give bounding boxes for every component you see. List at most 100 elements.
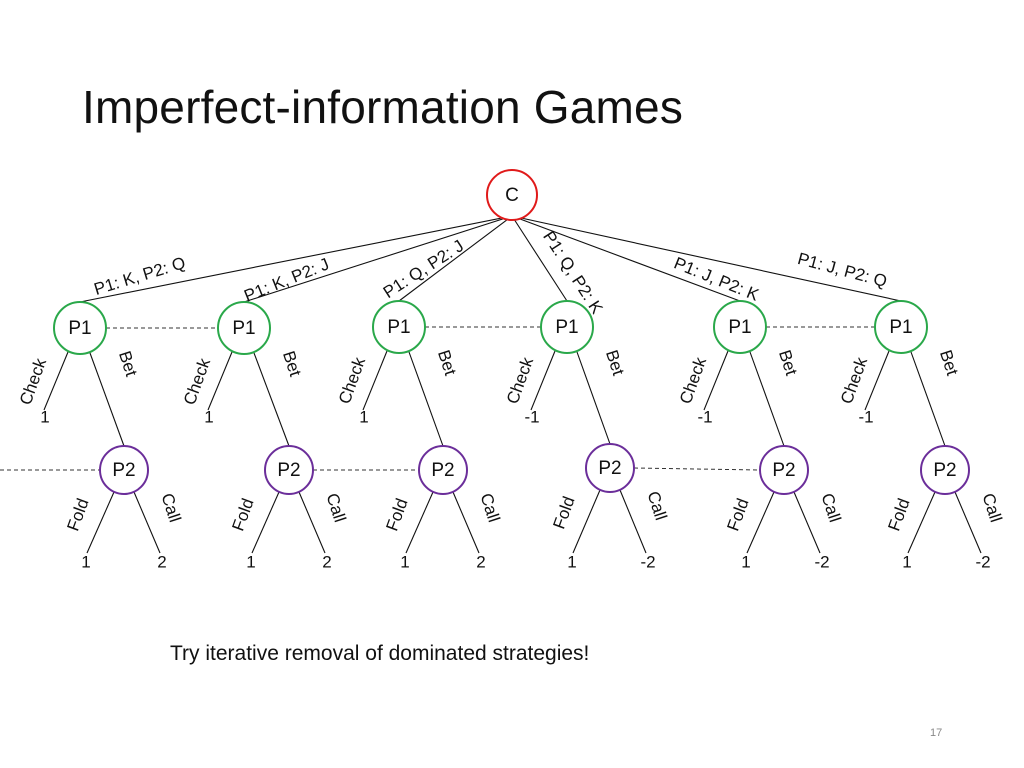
call-action-label: Call [322,491,349,525]
deal-label: P1: J, P2: Q [796,249,889,291]
fold-action-label: Fold [228,496,257,534]
call-payoff: 2 [476,552,485,571]
fold-edge [86,491,115,554]
check-payoff: -1 [858,407,873,426]
p2-node [418,445,468,495]
fold-action-label: Fold [382,496,411,534]
deal-label: P1: Q, P2: J [380,236,467,302]
check-payoff: -1 [697,407,712,426]
check-edge [864,350,890,411]
p2-node-label: P2 [112,460,135,481]
chance-node [486,169,538,221]
footer-note: Try iterative removal of dominated strat… [170,642,590,665]
call-action-label: Call [978,491,1005,525]
deal-edge [398,215,513,302]
call-edge [954,491,982,554]
p1-node-label: P1 [387,317,410,338]
p1-node [540,300,594,354]
p1-node-label: P1 [68,318,91,339]
slide-title: Imperfect-information Games [82,81,684,133]
p1-node [713,300,767,354]
fold-edge [746,491,775,554]
p2-node-label: P2 [431,460,454,481]
call-action-label: Call [643,489,670,523]
call-edge [133,491,161,554]
deal-label: P1: K, P2: Q [92,253,188,299]
call-edge [619,489,647,554]
call-action-label: Call [817,491,844,525]
check-action-label: Check [503,354,538,406]
bet-edge [576,351,611,445]
fold-payoff: 1 [246,552,255,571]
deal-edge [79,215,513,303]
check-action-label: Check [180,355,215,407]
check-payoff: 1 [359,407,368,426]
deal-edge [243,215,513,303]
call-payoff: -2 [975,552,990,571]
p1-node-label: P1 [555,317,578,338]
p1-node-label: P1 [232,318,255,339]
check-edge [530,350,556,411]
chance-node-label: C [505,185,519,206]
bet-action-label: Bet [434,348,460,378]
fold-edge [572,489,601,554]
fold-payoff: 1 [902,552,911,571]
check-action-label: Check [837,354,872,406]
fold-action-label: Fold [63,496,92,534]
p2-node [99,445,149,495]
p2-node [585,443,635,493]
p2-node [264,445,314,495]
call-payoff: 2 [157,552,166,571]
check-edge [703,350,729,411]
fold-action-label: Fold [549,494,578,532]
p2-information-set-line [633,467,761,471]
p1-node [217,301,271,355]
bet-edge [89,352,125,447]
bet-action-label: Bet [602,348,628,378]
p2-node-label: P2 [277,460,300,481]
call-edge [298,491,326,554]
call-action-label: Call [476,491,503,525]
slide-number: 17 [930,727,943,739]
bet-action-label: Bet [115,349,141,379]
call-edge [793,491,821,554]
p2-node-label: P2 [772,460,795,481]
check-edge [362,350,388,411]
check-payoff: 1 [204,407,213,426]
p1-node [874,300,928,354]
bet-action-label: Bet [279,349,305,379]
p1-node-label: P1 [889,317,912,338]
fold-action-label: Fold [884,496,913,534]
fold-edge [405,491,434,554]
deal-edge [511,215,741,302]
fold-edge [907,491,936,554]
deal-edge [511,215,902,302]
deal-edge [511,215,568,302]
p1-node [372,300,426,354]
bet-action-label: Bet [936,348,962,378]
p2-node-label: P2 [598,458,621,479]
check-payoff: 1 [40,407,49,426]
fold-payoff: 1 [81,552,90,571]
p2-node [759,445,809,495]
check-action-label: Check [16,355,51,407]
p2-node-label: P2 [933,460,956,481]
fold-action-label: Fold [723,496,752,534]
p1-node [53,301,107,355]
check-payoff: -1 [524,407,539,426]
p1-node-label: P1 [728,317,751,338]
deal-label: P1: K, P2: J [241,254,331,305]
bet-edge [408,351,444,447]
check-edge [207,351,233,411]
bet-action-label: Bet [775,348,801,378]
bet-edge [910,351,946,447]
bet-edge [253,352,290,447]
call-edge [452,491,480,554]
call-payoff: -2 [640,552,655,571]
call-action-label: Call [157,491,184,525]
check-edge [43,351,69,411]
call-payoff: -2 [814,552,829,571]
fold-payoff: 1 [567,552,576,571]
p2-node [920,445,970,495]
